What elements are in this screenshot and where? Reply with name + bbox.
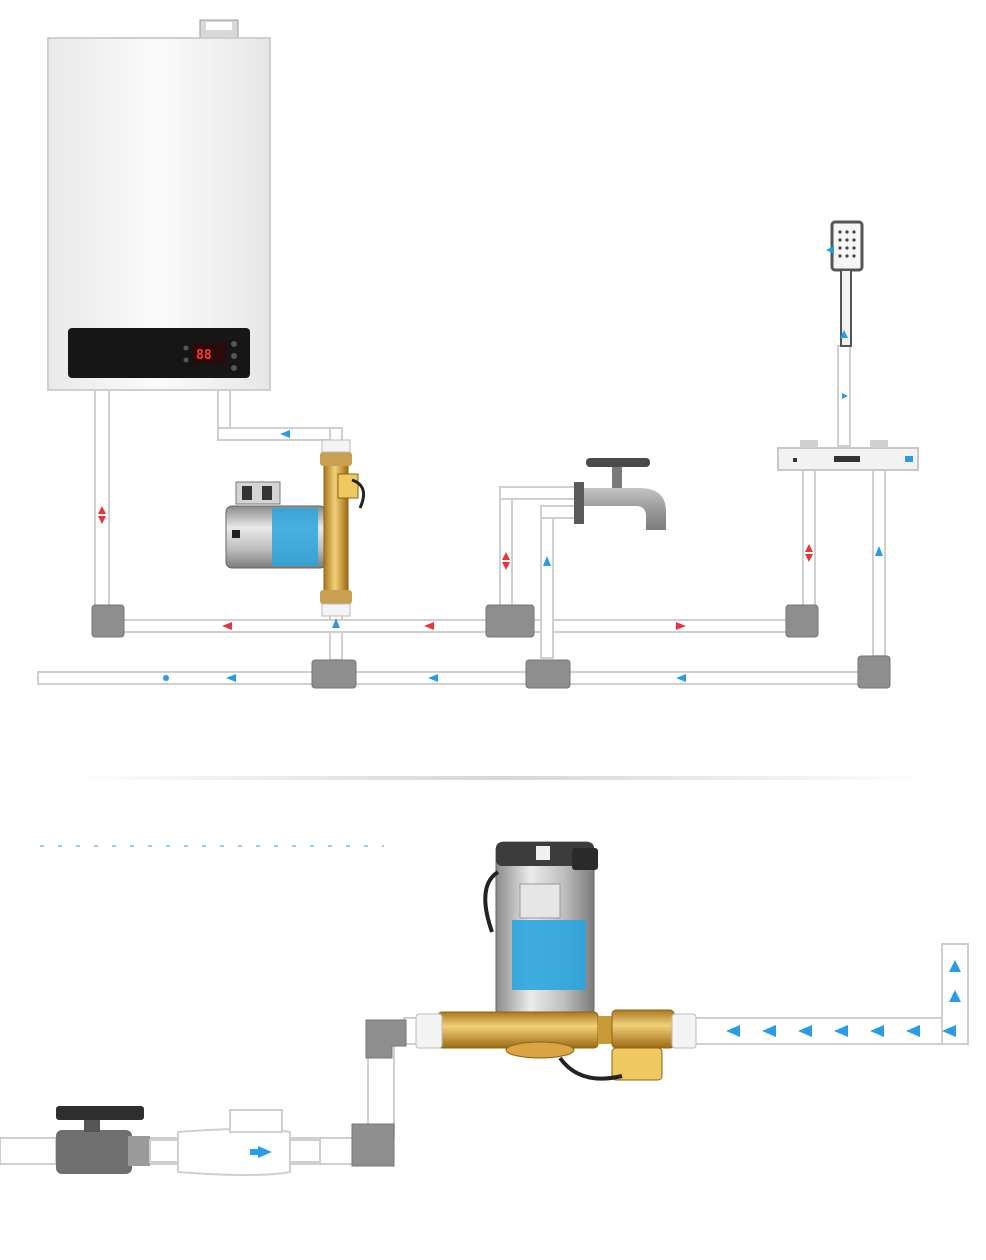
arrow-icon [834, 1025, 848, 1037]
arrow-icon [949, 960, 961, 972]
section-divider [70, 776, 930, 780]
bottom-schematic [0, 841, 969, 1176]
arrow-icon [280, 430, 290, 438]
arrow-icon [502, 552, 510, 560]
arrow-icon [676, 674, 686, 682]
pipe-fittings [91, 604, 891, 689]
faucet-icon [574, 458, 666, 530]
top-schematic: 88 [37, 19, 919, 689]
arrow-icon [805, 544, 813, 552]
booster-pump-icon [415, 841, 697, 1081]
arrow-icon [842, 393, 848, 399]
pipe-network-bottom [0, 943, 969, 1165]
arrow-icon [870, 1025, 884, 1037]
arrow-icon [949, 990, 961, 1002]
water-meter-icon [149, 1109, 321, 1176]
arrow-icon [676, 622, 686, 630]
arrow-icon [502, 562, 510, 570]
flow-arrows-bottom [726, 960, 961, 1037]
arrow-icon [543, 556, 551, 566]
shower-mixer [777, 440, 919, 471]
arrow-icon [805, 554, 813, 562]
arrow-icon [906, 1025, 920, 1037]
pipe-fittings-bottom [351, 1019, 407, 1167]
arrow-icon [875, 546, 883, 556]
arrow-icon [424, 622, 434, 630]
ball-valve-icon [56, 1106, 150, 1174]
heater-display: 88 [196, 348, 212, 363]
arrow-icon [942, 1025, 956, 1037]
arrow-icon [826, 246, 834, 254]
arrow-icon [258, 1146, 272, 1158]
arrow-icon [226, 674, 236, 682]
arrow-icon [98, 506, 106, 514]
booster-pump-icon [225, 439, 366, 617]
arrow-icon [762, 1025, 776, 1037]
arrow-icon [798, 1025, 812, 1037]
shower-head-icon [830, 220, 864, 347]
arrow-icon [98, 516, 106, 524]
arrow-icon [428, 674, 438, 682]
water-heater-icon: 88 [47, 19, 271, 391]
arrow-icon [726, 1025, 740, 1037]
flow-arrows-top [98, 246, 883, 682]
arrow-icon [222, 622, 232, 630]
arrow-icon [840, 330, 848, 338]
arrow-icon [332, 618, 340, 628]
pipe-network [37, 345, 886, 685]
